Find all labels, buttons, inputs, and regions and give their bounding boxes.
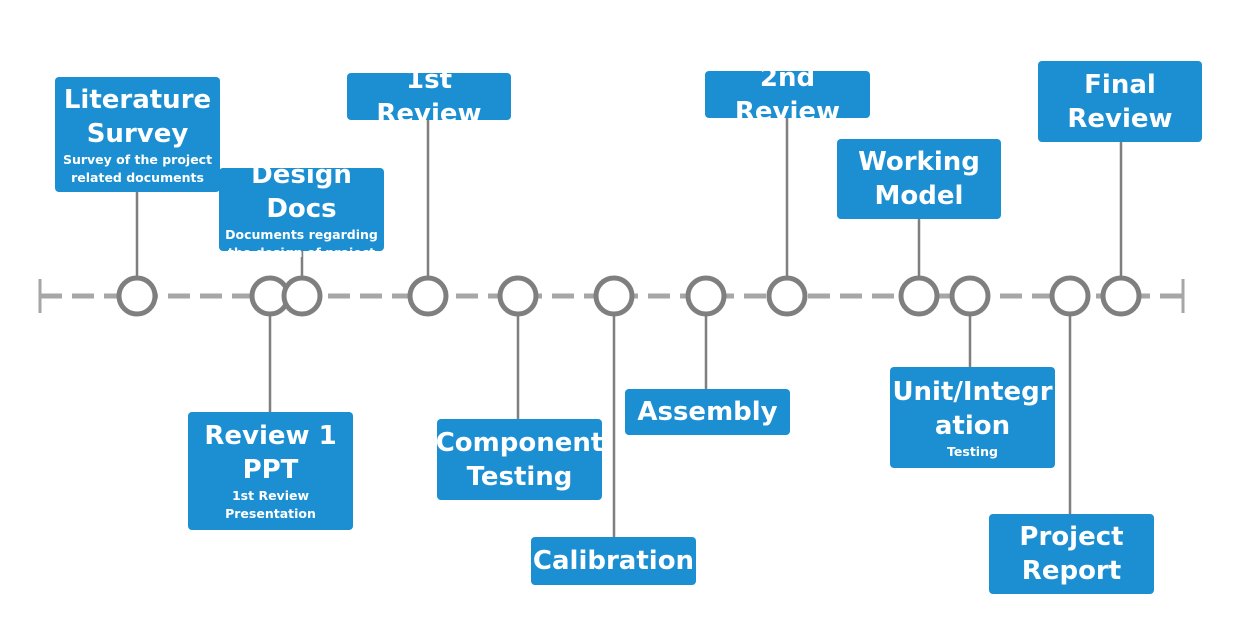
milestone-literature-survey: Literature Survey Survey of the project … bbox=[55, 77, 220, 192]
milestone-title: Calibration bbox=[532, 546, 695, 576]
milestone-title: Review 1 PPT bbox=[204, 421, 337, 485]
timeline-node-unit-integration bbox=[949, 275, 991, 317]
milestone-unit-integration-testing: Unit/Integr ation Testing bbox=[890, 367, 1055, 468]
timeline-node-working-model bbox=[898, 275, 940, 317]
milestone-component-testing: Component Testing bbox=[435, 419, 604, 500]
milestone-description: 1st Review Presentation bbox=[225, 488, 316, 521]
milestone-2nd-review: 2nd Review bbox=[705, 63, 870, 127]
timeline-node-project-report bbox=[1049, 275, 1091, 317]
milestone-title: Project Report bbox=[1019, 522, 1124, 586]
milestone-assembly: Assembly bbox=[625, 389, 790, 435]
milestone-working-model: Working Model bbox=[837, 139, 1001, 219]
timeline-node-final-review bbox=[1100, 275, 1142, 317]
timeline-node-literature-survey bbox=[116, 275, 158, 317]
milestone-title: Component Testing bbox=[435, 427, 604, 492]
timeline-node-second-review bbox=[766, 275, 808, 317]
timeline-node-first-review bbox=[407, 275, 449, 317]
milestone-title: 1st Review bbox=[376, 64, 482, 129]
timeline-node-assembly bbox=[685, 275, 727, 317]
timeline-node-design-docs bbox=[281, 275, 323, 317]
milestone-calibration: Calibration bbox=[531, 537, 696, 585]
milestone-title: Final Review bbox=[1067, 69, 1173, 134]
milestone-design-docs: Design Docs Documents regarding the desi… bbox=[219, 160, 384, 260]
milestone-final-review: Final Review bbox=[1038, 61, 1202, 142]
milestone-1st-review: 1st Review bbox=[347, 65, 511, 129]
milestone-project-report: Project Report bbox=[989, 514, 1154, 594]
milestone-title: Assembly bbox=[637, 397, 778, 427]
milestone-title: Unit/Integr ation bbox=[892, 376, 1053, 441]
milestone-title: Working Model bbox=[858, 147, 980, 211]
milestone-description: Documents regarding the design of projec… bbox=[225, 226, 378, 260]
milestone-title: Literature Survey bbox=[63, 84, 212, 149]
milestone-title: 2nd Review bbox=[734, 62, 841, 127]
milestone-description: Testing bbox=[947, 443, 998, 459]
milestone-description: Survey of the project related documents bbox=[62, 151, 213, 185]
timeline-node-calibration bbox=[593, 275, 635, 317]
milestone-title: Design Docs bbox=[251, 159, 352, 224]
timeline-node-component-testing bbox=[497, 275, 539, 317]
milestone-review-1-ppt: Review 1 PPT 1st Review Presentation bbox=[188, 412, 353, 530]
